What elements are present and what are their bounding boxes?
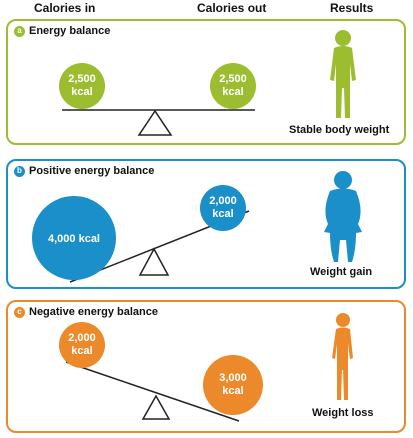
panel-title: b Positive energy balance [14, 165, 154, 177]
calories-in-circle: 2,500 kcal [59, 63, 105, 109]
calories-out-value: 2,500 [219, 73, 247, 85]
calories-out-value: 3,000 [219, 372, 247, 384]
energy-balance-panel: a Energy balance [6, 19, 406, 145]
calories-in-unit: kcal [71, 86, 92, 98]
calories-out-unit: kcal [222, 385, 243, 397]
panel-title-text: Negative energy balance [29, 306, 159, 318]
calories-out-circle: 3,000 kcal [203, 355, 263, 415]
result-weight-gain: Weight gain [310, 266, 373, 278]
calories-in-circle: 4,000 kcal [32, 196, 116, 280]
seesaw-fulcrum [138, 247, 170, 276]
panel-title-text: Positive energy balance [29, 165, 155, 177]
panel-title: c Negative energy balance [14, 306, 158, 318]
panel-title-text: Energy balance [29, 25, 111, 37]
calories-out-circle: 2,500 kcal [210, 63, 256, 109]
calories-out-header: Calories out [197, 1, 267, 15]
positive-energy-balance-panel: b Positive energy balance [6, 159, 406, 289]
panel-badge: c [14, 306, 25, 318]
person-icon [332, 313, 353, 400]
result-stable-body-weight: Stable body weight [289, 124, 390, 136]
seesaw-fulcrum [141, 394, 171, 420]
negative-energy-balance-panel: c Negative energy balance [6, 300, 406, 433]
results-header: Results [330, 1, 374, 15]
calories-in-circle: 2,000 kcal [59, 322, 105, 368]
calories-out-value: 2,000 [209, 195, 237, 207]
person-icon [330, 30, 356, 118]
calories-in-value: 2,000 [68, 332, 96, 344]
calories-out-unit: kcal [222, 86, 243, 98]
seesaw-balanced [62, 109, 255, 136]
person-icon [324, 171, 362, 262]
seesaw-beam [65, 361, 240, 422]
result-weight-loss: Weight loss [312, 407, 374, 419]
panel-badge: b [14, 165, 25, 177]
calories-out-unit: kcal [212, 208, 233, 220]
calories-out-circle: 2,000 kcal [200, 185, 246, 231]
seesaw-fulcrum [137, 109, 173, 136]
panel-badge: a [14, 25, 25, 37]
calories-in-value: 2,500 [68, 73, 96, 85]
panel-title: a Energy balance [14, 25, 110, 37]
calories-in-unit: kcal [71, 345, 92, 357]
calories-in-value: 4,000 kcal [48, 233, 100, 245]
seesaw-negative [65, 361, 240, 422]
calories-in-header: Calories in [34, 1, 96, 15]
